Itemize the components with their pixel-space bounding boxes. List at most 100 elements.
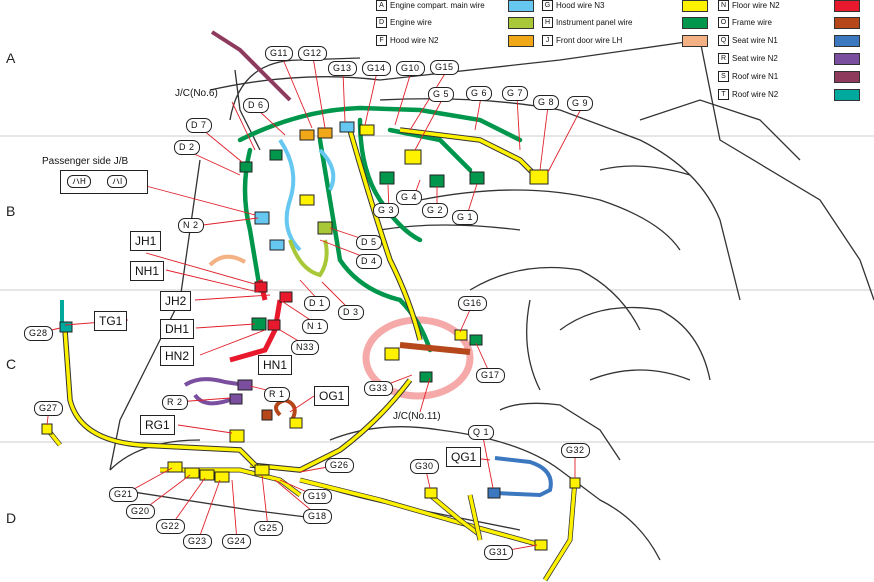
- row-letter-a: A: [6, 50, 16, 66]
- legend-code: S: [718, 71, 729, 82]
- harness-tag-hn2: HN2: [160, 346, 195, 366]
- legend-code: A: [376, 0, 387, 11]
- connector-label-d4: D 4: [356, 254, 382, 269]
- harness-tag-nh1: NH1: [130, 261, 165, 281]
- harness-tag-og1: OG1: [314, 386, 350, 406]
- harness-tag-jh2: JH2: [160, 291, 192, 311]
- legend-code: O: [718, 17, 729, 28]
- connector-label-g33: G33: [364, 381, 393, 396]
- legend-label: Hood wire N3: [556, 1, 605, 10]
- legend-swatch: [508, 0, 534, 12]
- connector-label-g27: G27: [34, 401, 63, 416]
- connector-label-g31: G31: [484, 545, 513, 560]
- connector-label-g5: G 5: [428, 87, 455, 102]
- jc11-label: J/C(No.11): [393, 411, 441, 422]
- legend-label: Instrument panel wire: [556, 18, 633, 27]
- connector-label-g2: G 2: [422, 203, 449, 218]
- connector-label-g23: G23: [183, 534, 212, 549]
- connector-label-g13: G13: [328, 61, 357, 76]
- engine-wire-harness: [288, 239, 329, 278]
- connector-label-g16: G16: [458, 296, 487, 311]
- legend-label: Seat wire N1: [732, 36, 778, 45]
- legend-label: Roof wire N2: [732, 90, 779, 99]
- legend-swatch: [834, 35, 860, 47]
- connector-label-g12: G12: [298, 46, 327, 61]
- connector-label-g20: G20: [126, 504, 155, 519]
- seat-wire-n1-harness: [494, 456, 553, 498]
- legend-swatch: [682, 0, 708, 12]
- connector-label-g14: G14: [362, 61, 391, 76]
- legend-code: G: [542, 0, 553, 11]
- legend-code: D: [376, 17, 387, 28]
- legend-label: Floor wire N2: [732, 1, 780, 10]
- connector-label-g9: G 9: [567, 96, 594, 111]
- row-letter-c: C: [6, 356, 17, 372]
- connector-label-g22: G22: [156, 519, 185, 534]
- connector-label-g3: G 3: [373, 203, 400, 218]
- legend-label: Hood wire N2: [390, 36, 439, 45]
- connector-label-r1: R 1: [264, 387, 290, 402]
- harness-tag-tg1: TG1: [94, 311, 128, 331]
- legend-label: Frame wire: [732, 18, 773, 27]
- legend-label: Seat wire N2: [732, 54, 778, 63]
- connector-label-g19: G19: [303, 489, 332, 504]
- jb-connector-h: ハH: [67, 175, 91, 188]
- connector-label-g21: G21: [109, 487, 138, 502]
- legend-swatch: [834, 53, 860, 65]
- harness-tag-rg1: RG1: [140, 415, 175, 435]
- row-letter-d: D: [6, 510, 17, 526]
- harness-tag-hn1: HN1: [258, 355, 293, 375]
- connector-label-d5: D 5: [356, 235, 382, 250]
- connector-label-g17: G17: [476, 368, 505, 383]
- connector-label-g24: G24: [222, 534, 251, 549]
- connector-label-g30: G30: [410, 459, 439, 474]
- row-letter-b: B: [6, 203, 16, 219]
- legend-swatch: [834, 17, 860, 29]
- legend-code: F: [376, 35, 387, 46]
- connector-label-d6: D 6: [243, 98, 269, 113]
- legend-label: Roof wire N1: [732, 72, 779, 81]
- engine-compartment-harness: [278, 138, 336, 252]
- legend-code: R: [718, 53, 729, 64]
- passenger-jb-box: ハH ハI: [60, 170, 148, 194]
- connector-label-r2: R 2: [162, 395, 188, 410]
- connector-label-g7: G 7: [502, 86, 529, 101]
- jb-connector-i: ハI: [107, 175, 128, 188]
- legend-code: Q: [718, 35, 729, 46]
- connector-label-g1: G 1: [452, 210, 479, 225]
- connector-label-g26: G26: [325, 458, 354, 473]
- legend-swatch: [834, 71, 860, 83]
- legend-label: Engine compart. main wire: [390, 1, 485, 10]
- connector-label-g6: G 6: [466, 86, 493, 101]
- jc6-label: J/C(No.6): [175, 88, 218, 99]
- connector-label-g10: G10: [396, 61, 425, 76]
- legend-code: N: [718, 0, 729, 11]
- legend-swatch: [508, 17, 534, 29]
- legend-swatch: [682, 35, 708, 47]
- connector-label-d3: D 3: [338, 305, 364, 320]
- connector-label-n33: N33: [291, 340, 320, 355]
- connector-label-d2: D 2: [174, 140, 200, 155]
- harness-tag-dh1: DH1: [160, 319, 195, 339]
- connector-label-g32: G32: [561, 443, 590, 458]
- connector-label-g15: G15: [430, 60, 459, 75]
- connector-label-g18: G18: [303, 509, 332, 524]
- connector-label-d7: D 7: [186, 118, 212, 133]
- legend-swatch: [834, 0, 860, 12]
- connector-label-g11: G11: [265, 46, 293, 61]
- legend-swatch: [508, 35, 534, 47]
- legend-code: J: [542, 35, 553, 46]
- roof-wire-harness: [210, 30, 292, 102]
- connector-label-g25: G25: [254, 521, 283, 536]
- connector-label-d1: D 1: [304, 296, 330, 311]
